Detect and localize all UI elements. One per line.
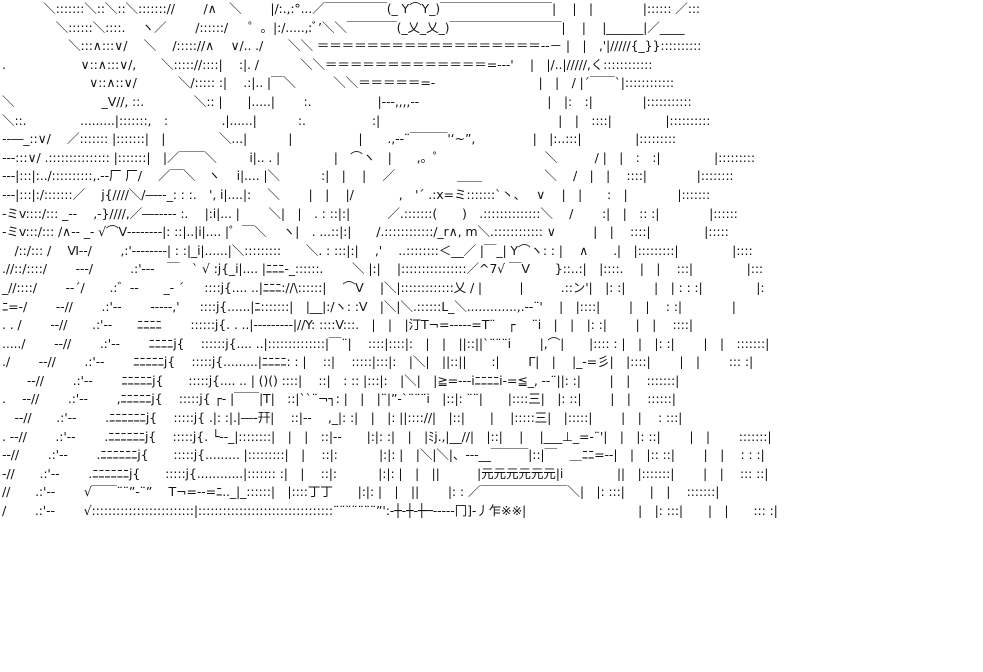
- shift-jis-ascii-art: ＼:::::::＼::＼::＼:::::::// /∧ ＼ |/:.,:°...…: [2, 1, 778, 519]
